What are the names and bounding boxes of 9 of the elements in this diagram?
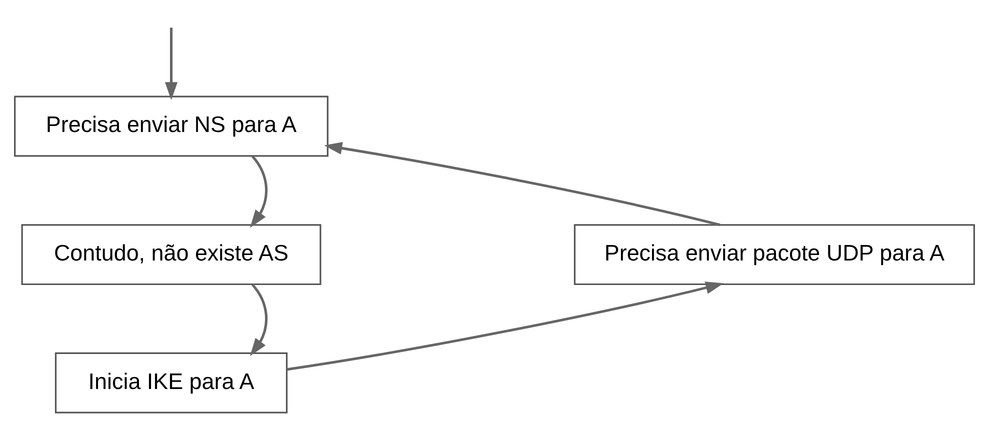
arrow — [286, 281, 724, 370]
node-box: Precisa enviar pacote UDP para A — [574, 224, 975, 285]
node-box: Inicia IKE para A — [54, 352, 288, 413]
arrow — [164, 27, 178, 100]
arrow — [324, 142, 720, 226]
arrow — [250, 154, 268, 228]
node-box: Precisa enviar NS para A — [14, 95, 328, 156]
node-box: Contudo, não existe AS — [21, 224, 322, 285]
arrow — [250, 283, 268, 356]
